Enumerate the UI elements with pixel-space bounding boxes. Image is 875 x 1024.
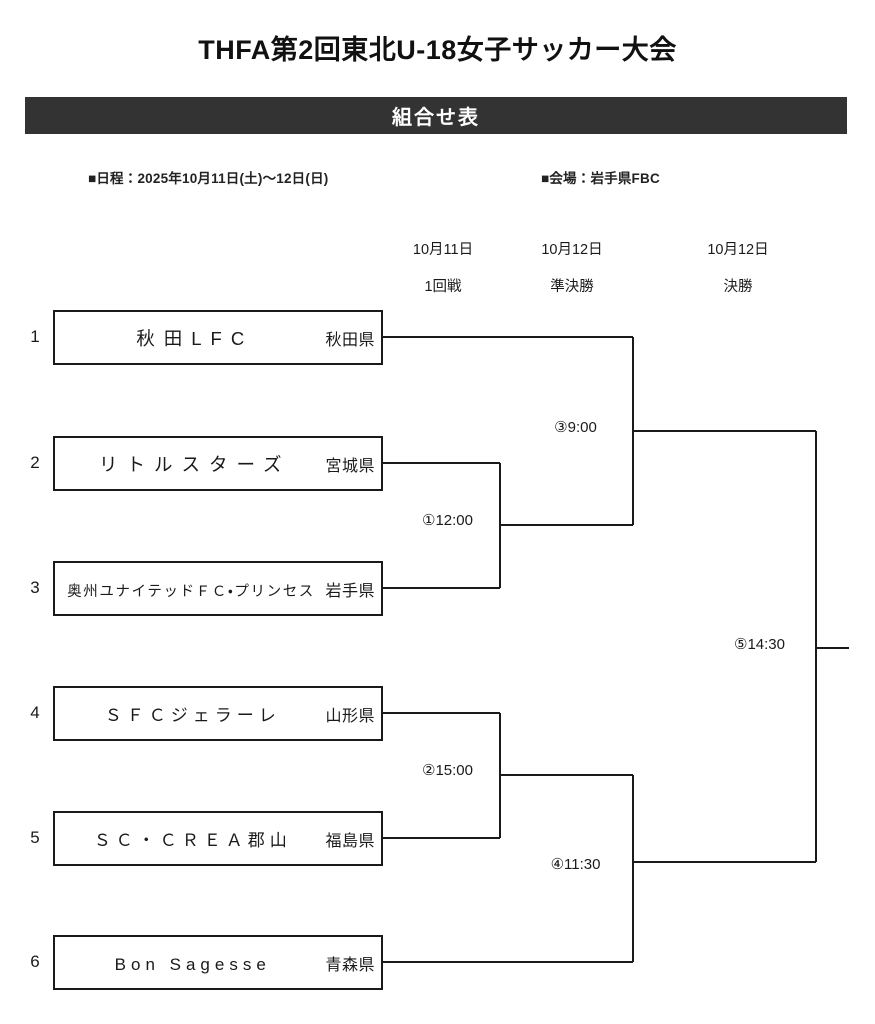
team-box[interactable]: ＳＦＣジェラーレ 山形県 [53,686,383,741]
round-date: 10月11日 [412,242,474,258]
page-title: THFA第2回東北U-18女子サッカー大会 [198,35,677,65]
team-prefecture: 山形県 [325,708,375,725]
seed-number: 4 [30,703,40,722]
team-box[interactable]: ＳＣ・ＣＲＥＡ郡山 福島県 [53,811,383,866]
team-prefecture: 青森県 [325,956,375,974]
team-box[interactable]: 秋田LFC 秋田県 [53,310,383,365]
round-date: 10月12日 [707,242,769,258]
schedule-text: ■日程：2025年10月11日(土)～12日(日) [88,171,329,186]
match-label-2: ②15:00 [422,762,473,779]
round-name: 決勝 [723,279,753,295]
team-box[interactable]: 奥州ユナイテッドＦＣ・プリンセス 岩手県 [53,561,383,616]
match-label-1: ①12:00 [422,512,473,529]
seed-number: 1 [30,327,40,346]
match-label-3: ③9:00 [554,419,597,436]
team-name: ＳＦＣジェラーレ [104,706,281,725]
venue-text: ■会場：岩手県FBC [541,171,660,186]
round-header-first: 10月11日 1回戦 [368,238,518,296]
round-header-semifinal: 10月12日 準決勝 [497,238,647,296]
round-name: 準決勝 [550,279,594,295]
team-prefecture: 福島県 [325,833,375,850]
match-label-5: ⑤14:30 [734,636,785,653]
banner-label: 組合せ表 [392,107,480,129]
section-banner: 組合せ表 [25,97,847,134]
team-prefecture: 岩手県 [325,582,375,600]
seed-number: 6 [30,952,40,971]
match-label-4: ④11:30 [550,856,601,873]
seed-number: 3 [30,578,40,597]
team-box[interactable]: Bon Sagesse 青森県 [53,935,383,990]
round-date: 10月12日 [541,242,603,258]
team-prefecture: 宮城県 [325,457,375,475]
team-name: リトルスターズ [98,453,291,475]
team-prefecture: 秋田県 [325,331,375,349]
team-name: 奥州ユナイテッドＦＣ・プリンセス [67,583,315,600]
team-name: Bon Sagesse [114,954,271,974]
team-box[interactable]: リトルスターズ 宮城県 [53,436,383,491]
team-name: 秋田LFC [136,327,254,349]
team-name: ＳＣ・ＣＲＥＡ郡山 [93,831,292,850]
round-header-final: 10月12日 決勝 [663,238,813,296]
round-name: 1回戦 [424,279,462,295]
seed-number: 5 [30,828,40,847]
seed-number: 2 [30,453,40,472]
